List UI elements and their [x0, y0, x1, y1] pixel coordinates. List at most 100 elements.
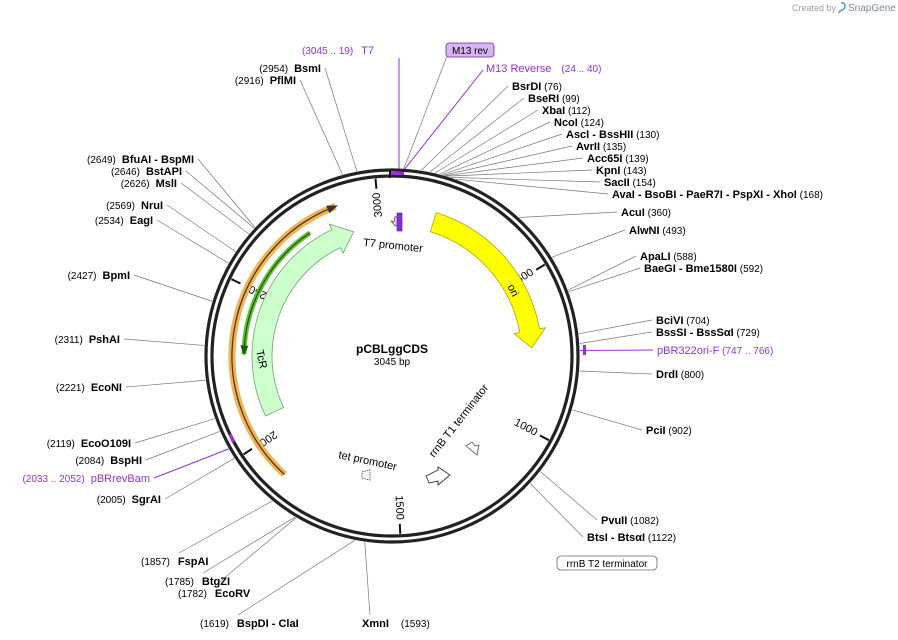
restriction-site-label[interactable]: (2084)BspHI	[75, 455, 142, 467]
leader-line	[134, 418, 215, 444]
site-position: (902)	[668, 426, 691, 437]
restriction-site-label[interactable]: PvuII (1082)	[601, 515, 659, 527]
restriction-site-label[interactable]: (2954)BsmI	[259, 63, 321, 75]
svg-text:(2221)EcoNI: (2221)EcoNI	[56, 382, 122, 394]
site-position: (99)	[562, 94, 580, 105]
restriction-site-label[interactable]: AcuI (360)	[621, 207, 671, 219]
plasmid-name: pCBLggCDS	[356, 342, 428, 356]
site-position: (2916)	[235, 76, 264, 87]
restriction-site-label[interactable]: AscI - BssHII (130)	[566, 129, 659, 141]
site-name: AlwNI	[629, 225, 660, 237]
m13-rev-primer-mark	[396, 212, 403, 232]
restriction-site-label[interactable]: KpnI (143)	[596, 165, 647, 177]
restriction-site-label[interactable]: DrdI (800)	[656, 369, 704, 381]
site-name: EcoO109I	[81, 438, 131, 450]
svg-text:(2534)EagI: (2534)EagI	[95, 215, 153, 227]
restriction-site-label[interactable]: (1619)BspDI - ClaI	[200, 618, 299, 630]
restriction-site-label[interactable]: BciVI (704)	[656, 315, 710, 327]
leader-line	[421, 85, 509, 171]
svg-text:(2569)NruI: (2569)NruI	[106, 200, 163, 212]
primer-pbr322ori-f-label[interactable]: pBR322ori-F (747 .. 766)	[657, 345, 773, 357]
leader-line	[519, 211, 618, 218]
svg-text:(2119)EcoO109I: (2119)EcoO109I	[47, 438, 131, 450]
site-name: BsrDI	[512, 81, 541, 93]
site-position: (729)	[736, 328, 759, 339]
feature-tet-promoter[interactable]: tet promoter	[337, 449, 398, 481]
restriction-site-label[interactable]: BtsI - BtsαI (1122)	[587, 532, 676, 544]
leader-line	[166, 204, 236, 252]
restriction-site-label[interactable]: XmnI(1593)	[362, 618, 430, 630]
orf-outer-arc-core	[231, 207, 332, 475]
restriction-site-label[interactable]: (2119)EcoO109I	[47, 438, 131, 450]
feature-ori-label: ori	[505, 282, 521, 298]
site-name: BssSαI	[696, 327, 733, 339]
site-name: PaeR7I	[686, 189, 723, 201]
restriction-site-label[interactable]: (2427)BpmI	[68, 270, 130, 282]
svg-text:(2084)BspHI: (2084)BspHI	[75, 455, 142, 467]
tick-mark	[374, 178, 378, 189]
restriction-site-label[interactable]: BseRI (99)	[528, 93, 580, 105]
snapgene-logo-icon	[838, 2, 846, 14]
feature-ori-arrow[interactable]	[429, 212, 547, 349]
site-position: (747 .. 766)	[722, 346, 773, 357]
restriction-site-label[interactable]: BaeGI - Bme1580I (592)	[644, 263, 763, 275]
leader-line	[202, 516, 296, 574]
restriction-site-label[interactable]: SacII (154)	[604, 177, 656, 189]
restriction-site-label[interactable]: NcoI (124)	[554, 117, 604, 129]
restriction-site-label[interactable]: (1857)FspAI	[141, 556, 208, 568]
feature-t7-promoter[interactable]: T7 promoter	[362, 212, 424, 255]
leader-line	[153, 448, 229, 479]
svg-text:(1857)FspAI: (1857)FspAI	[141, 556, 208, 568]
leader-line	[364, 541, 371, 616]
restriction-site-label[interactable]: BsrDI (76)	[512, 81, 562, 93]
site-name: pBRrevBam	[91, 473, 150, 485]
primer-pbrrevbam-label[interactable]: (2033 .. 2052)pBRrevBam	[22, 473, 150, 485]
feature-rrnb-t2-terminator[interactable]: rrnB T2 terminator	[556, 555, 658, 571]
svg-text:(3045 .. 19)T7: (3045 .. 19)T7	[302, 45, 374, 57]
leader-line	[568, 267, 641, 293]
site-name: BtsI	[587, 532, 608, 544]
tick-label: 1000	[512, 417, 539, 439]
restriction-site-label[interactable]: BssSI - BssSαI (729)	[656, 327, 760, 339]
restriction-site-label[interactable]: (2646)BstAPI	[111, 166, 182, 178]
site-name: BtgZI	[202, 576, 230, 588]
primer-m13-rev-label[interactable]: M13 rev	[445, 42, 495, 58]
restriction-site-label[interactable]: (2649)BfuAI - BspMI	[87, 154, 194, 166]
restriction-site-label[interactable]: PciI (902)	[646, 425, 692, 437]
restriction-site-label[interactable]: (2221)EcoNI	[56, 382, 122, 394]
feature-rrnb-t1-terminator[interactable]: rrnB T1 terminator	[425, 382, 491, 486]
leader-line	[439, 121, 551, 175]
feature-tcr-arrow[interactable]	[251, 223, 355, 417]
primer-m13-reverse-label[interactable]: M13 Reverse(24 .. 40)	[486, 63, 601, 75]
restriction-site-label[interactable]: AlwNI (493)	[629, 225, 686, 237]
restriction-site-label[interactable]: (2626)MslI	[121, 178, 177, 190]
restriction-site-label[interactable]: (2569)NruI	[106, 200, 163, 212]
restriction-site-label[interactable]: AvrII (135)	[576, 141, 626, 153]
svg-text:(2033 .. 2052)pBRrevBam: (2033 .. 2052)pBRrevBam	[22, 473, 150, 485]
site-position: (1857)	[141, 557, 170, 568]
site-position: (2649)	[87, 155, 116, 166]
restriction-site-label[interactable]: (2005)SgrAI	[97, 494, 161, 506]
restriction-site-label[interactable]: XbaI (112)	[542, 105, 591, 117]
restriction-site-label[interactable]: (2916)PflMI	[235, 75, 296, 87]
site-name: Acc65I	[587, 153, 622, 165]
leader-line	[156, 219, 229, 264]
site-position: (24 .. 40)	[561, 64, 601, 75]
restriction-site-label[interactable]: AvaI - BsoBI - PaeR7I - PspXI - XhoI (16…	[612, 189, 823, 201]
site-name: BaeGI	[644, 263, 676, 275]
site-name: MslI	[156, 178, 177, 190]
restriction-site-label[interactable]: (2534)EagI	[95, 215, 153, 227]
feature-t7-promoter-label: T7 promoter	[362, 237, 423, 255]
site-position: (800)	[681, 370, 704, 381]
site-position: (493)	[662, 226, 685, 237]
restriction-site-label[interactable]: Acc65I (139)	[587, 153, 649, 165]
site-name: BsoBI	[645, 189, 677, 201]
leader-line	[403, 69, 484, 171]
leader-line	[579, 331, 653, 344]
restriction-site-label[interactable]: ApaLI (588)	[640, 251, 697, 263]
restriction-site-label[interactable]: (2311)PshAI	[55, 334, 120, 346]
primer-t7-label[interactable]: (3045 .. 19)T7	[302, 45, 374, 57]
restriction-site-label[interactable]: (1782)EcoRV	[178, 588, 251, 600]
rrnb-t1-arrow-icon	[425, 466, 451, 486]
restriction-site-label[interactable]: (1785)BtgZI	[165, 576, 230, 588]
